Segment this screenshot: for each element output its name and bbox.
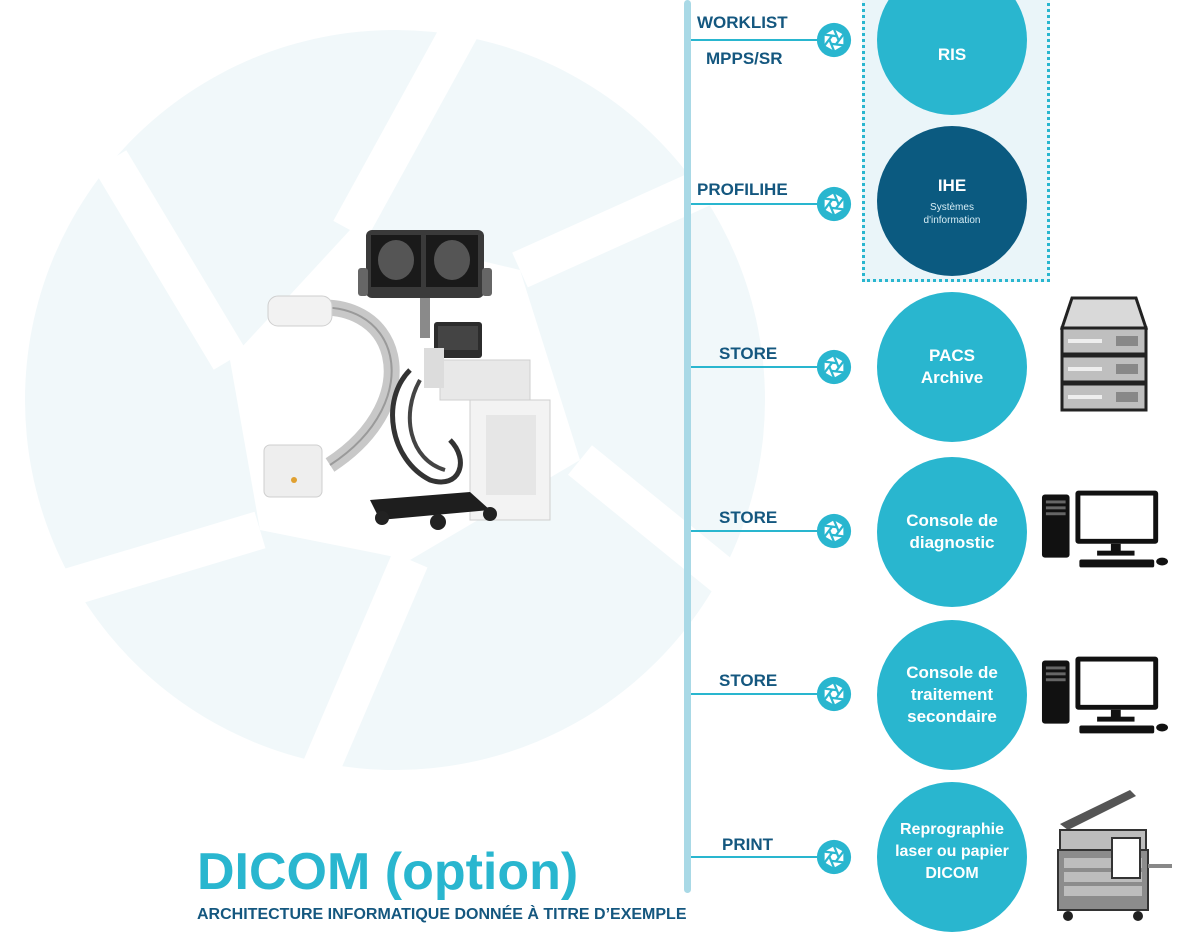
c-arm-cabinet-image — [263, 230, 551, 530]
branch-worklist — [691, 39, 821, 41]
protocol-label-print: PRINT — [722, 835, 773, 854]
node-console-trait-line2: traitement — [910, 685, 994, 704]
computer-icon — [1040, 656, 1168, 736]
node-ihe-sub2: d'information — [923, 215, 981, 226]
node-ihe-sub1: Systèmes — [930, 202, 974, 213]
node-pacs-line2: Archive — [920, 368, 984, 387]
connector-shutter-icon — [816, 22, 852, 58]
node-console-diag-line1: Console de — [906, 511, 998, 530]
connector-shutter-icon — [816, 349, 852, 385]
connector-shutter-icon — [816, 186, 852, 222]
branch-store-diag — [691, 530, 821, 532]
node-ris-label: RIS — [937, 45, 967, 64]
node-ris: RIS — [877, 0, 1027, 115]
protocol-label-store: STORE — [719, 508, 778, 527]
branch-store-trait — [691, 693, 821, 695]
node-repro-line3: DICOM — [925, 865, 979, 882]
node-pacs-archive: PACS Archive — [877, 292, 1027, 442]
protocol-label-profil-ihe: PROFILIHE — [697, 180, 788, 199]
node-pacs-line1: PACS — [929, 346, 975, 365]
node-ihe: IHE Systèmes d'information — [877, 126, 1027, 276]
node-reprographie: Reprographie laser ou papier DICOM — [877, 782, 1027, 932]
protocol-label-store: STORE — [719, 344, 778, 363]
connector-shutter-icon — [816, 513, 852, 549]
connector-shutter-icon — [816, 839, 852, 875]
branch-store-pacs — [691, 366, 821, 368]
node-console-trait-line3: secondaire — [907, 707, 997, 726]
page-subtitle: ARCHITECTURE INFORMATIQUE DONNÉE À TITRE… — [197, 906, 687, 923]
protocol-label-worklist: WORKLIST — [697, 13, 788, 32]
server-icon — [1059, 296, 1149, 412]
network-backbone-line — [684, 0, 691, 893]
node-console-traitement: Console de traitement secondaire — [877, 620, 1027, 770]
computer-icon — [1040, 490, 1168, 570]
node-console-trait-line1: Console de — [906, 663, 998, 682]
node-repro-line1: Reprographie — [899, 821, 1004, 838]
branch-print — [691, 856, 821, 858]
page-title: DICOM (option) — [197, 843, 579, 901]
node-repro-line2: laser ou papier — [895, 843, 1009, 860]
protocol-label-store: STORE — [719, 671, 778, 690]
node-console-diagnostic: Console de diagnostic — [877, 457, 1027, 607]
printer-copier-icon — [1057, 790, 1172, 921]
node-ihe-label: IHE — [937, 176, 967, 195]
branch-profil-ihe — [691, 203, 821, 205]
connector-shutter-icon — [816, 676, 852, 712]
node-console-diag-line2: diagnostic — [909, 533, 995, 552]
protocol-label-mpps-sr: MPPS/SR — [706, 49, 783, 68]
